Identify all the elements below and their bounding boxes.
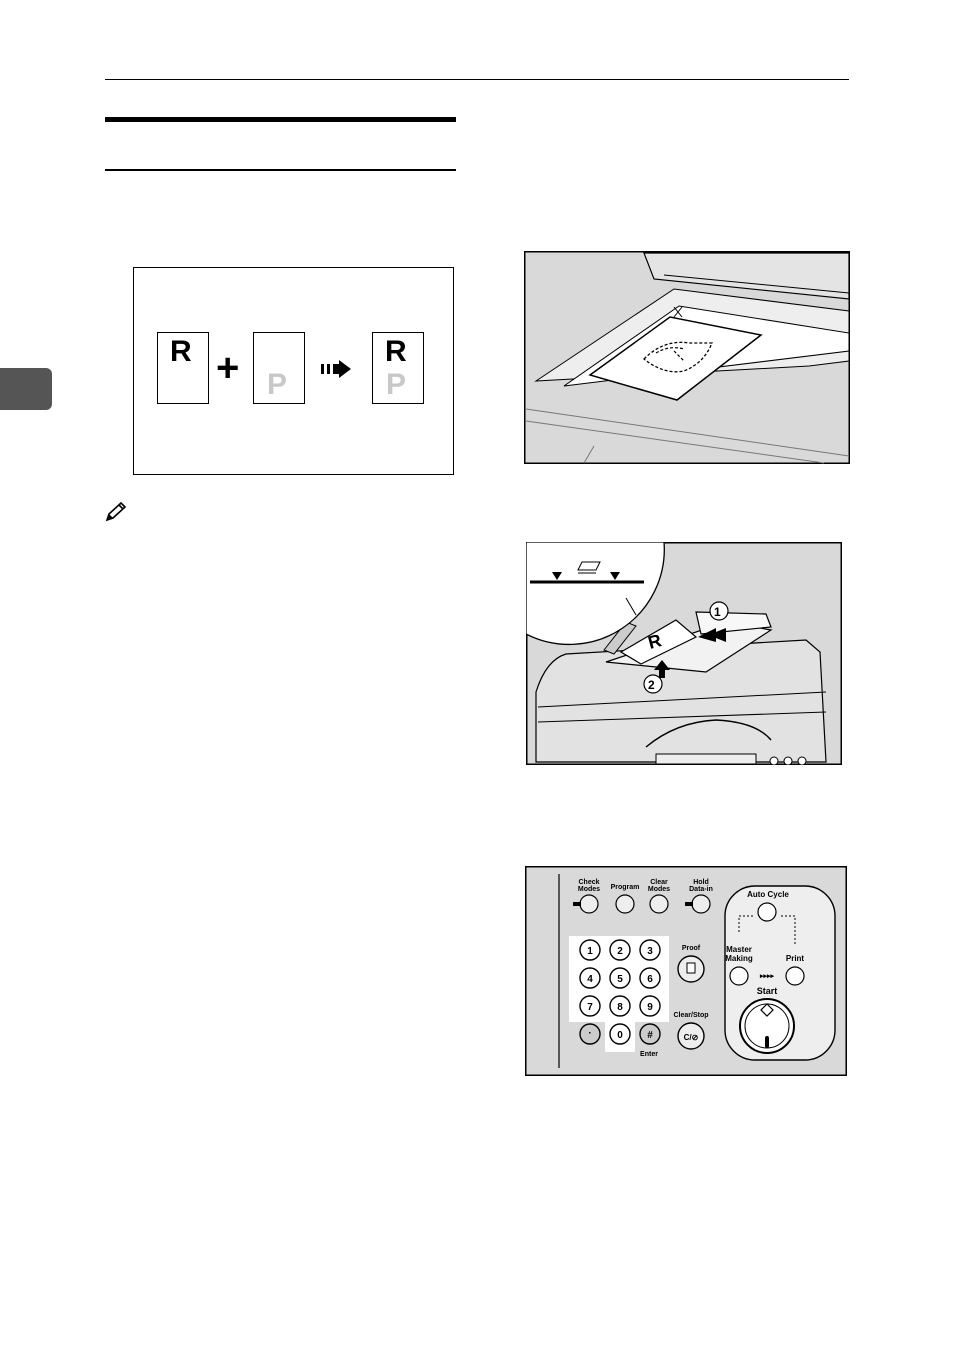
svg-text:Hold: Hold xyxy=(693,879,709,886)
svg-text:3: 3 xyxy=(647,946,653,957)
document-feeder-illustration: R 1 2 xyxy=(526,542,842,765)
svg-text:·: · xyxy=(588,1028,591,1039)
svg-text:Making: Making xyxy=(725,954,753,963)
heading-top-bar xyxy=(105,117,456,122)
svg-text:#: # xyxy=(647,1030,653,1041)
svg-text:Modes: Modes xyxy=(648,886,670,893)
svg-text:5: 5 xyxy=(617,974,623,985)
svg-text:▸▸▸▸: ▸▸▸▸ xyxy=(759,973,775,980)
svg-text:4: 4 xyxy=(587,974,593,985)
svg-text:8: 8 xyxy=(617,1002,623,1013)
svg-text:6: 6 xyxy=(647,974,653,985)
svg-text:Auto Cycle: Auto Cycle xyxy=(747,890,789,899)
check-modes-key[interactable] xyxy=(580,895,598,913)
svg-text:Start: Start xyxy=(757,986,778,996)
svg-text:Program: Program xyxy=(611,884,640,891)
result-page: R P xyxy=(372,332,424,404)
svg-text:2: 2 xyxy=(617,946,623,957)
original-letter: R xyxy=(170,337,192,367)
svg-text:Check: Check xyxy=(578,879,599,886)
overlay-letter: P xyxy=(267,370,287,400)
original-page: R xyxy=(157,332,209,404)
svg-text:Modes: Modes xyxy=(578,886,600,893)
hold-data-in-key[interactable] xyxy=(692,895,710,913)
svg-text:0: 0 xyxy=(617,1030,623,1041)
step-1-marker: 1 xyxy=(714,605,721,619)
result-bottom-letter: P xyxy=(386,370,406,400)
auto-cycle-key[interactable] xyxy=(758,903,776,921)
svg-text:Print: Print xyxy=(786,954,805,963)
svg-text:9: 9 xyxy=(647,1002,653,1013)
arrow-icon xyxy=(320,359,354,379)
svg-text:Clear/Stop: Clear/Stop xyxy=(673,1012,708,1019)
svg-text:C/⊘: C/⊘ xyxy=(684,1033,699,1042)
master-making-key[interactable] xyxy=(730,967,748,985)
svg-text:Proof: Proof xyxy=(682,945,701,952)
program-key[interactable] xyxy=(616,895,634,913)
svg-text:Enter: Enter xyxy=(640,1051,658,1058)
print-key[interactable] xyxy=(786,967,804,985)
svg-text:1: 1 xyxy=(587,946,593,957)
note-pencil-icon xyxy=(104,501,128,523)
svg-text:7: 7 xyxy=(587,1002,593,1013)
overlay-page: P xyxy=(253,332,305,404)
step-2-marker: 2 xyxy=(648,678,655,692)
svg-text:Data-in: Data-in xyxy=(689,886,713,893)
plus-symbol: + xyxy=(216,348,239,388)
clear-modes-key[interactable] xyxy=(650,895,668,913)
result-top-letter: R xyxy=(385,337,407,367)
chapter-tab xyxy=(0,368,52,410)
control-panel-illustration: Check Modes Program Clear Modes Hold Dat… xyxy=(525,866,847,1076)
combine-diagram: R + P R P xyxy=(133,267,454,475)
header-rule xyxy=(105,79,849,80)
heading-bottom-bar xyxy=(105,169,456,171)
exposure-glass-illustration xyxy=(524,251,850,464)
svg-text:Master: Master xyxy=(726,945,752,954)
svg-text:Clear: Clear xyxy=(650,879,668,886)
